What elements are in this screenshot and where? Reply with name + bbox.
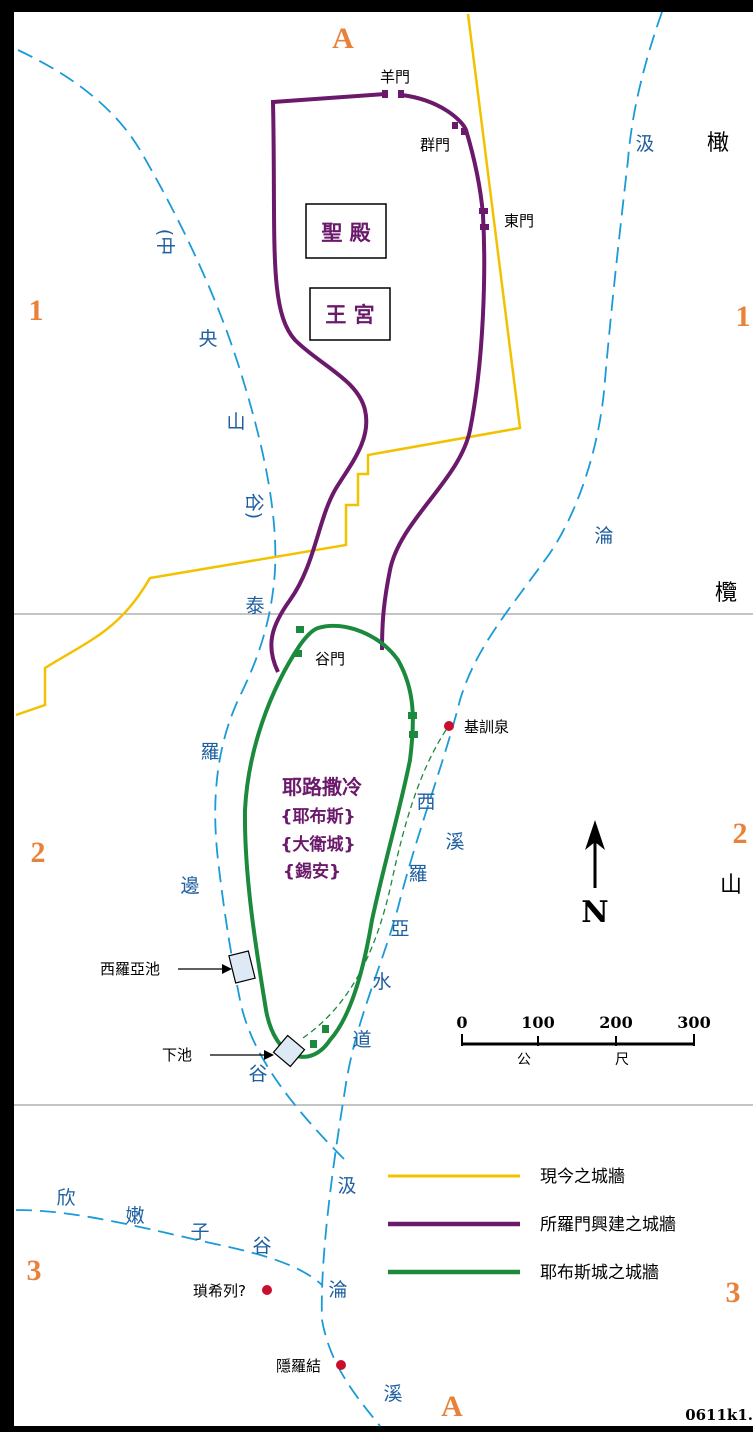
siloam-pool-arrowhead xyxy=(222,964,232,974)
lower-pool-arrowhead xyxy=(264,1050,274,1060)
valley-gate-marker-2 xyxy=(294,650,302,657)
central-valley-stream xyxy=(17,49,346,1161)
central-valley-char-3: 山 xyxy=(226,411,245,433)
temple-box xyxy=(305,203,387,259)
enrogel-label: 隱羅結 xyxy=(276,1357,321,1375)
sheep-gate-marker xyxy=(382,90,388,98)
grid-number-left-2: 2 xyxy=(31,836,46,869)
mountain-char-1: 橄 xyxy=(707,131,729,156)
hinnom-valley-stream xyxy=(15,1209,323,1286)
city-alt-name-3: {錫安} xyxy=(283,861,341,882)
siloam-tunnel-char-6: 道 xyxy=(352,1029,371,1051)
map-border-left xyxy=(0,0,14,1432)
kidron-valley-stream xyxy=(320,11,663,1427)
scale-tick-label-300: 300 xyxy=(677,1013,710,1032)
flock-gate-label: 群門 xyxy=(420,136,450,154)
siloam-tunnel-char-4: 亞 xyxy=(390,918,409,940)
sheep-gate-label: 羊門 xyxy=(380,68,410,86)
kidron-lower-char-1: 汲 xyxy=(337,1175,356,1197)
central-valley-char-6: 羅 xyxy=(200,741,219,763)
hinnom-char-4: 谷 xyxy=(252,1235,271,1257)
hinnom-char-2: 嫩 xyxy=(125,1205,144,1227)
jebus-gate-marker-south-2 xyxy=(310,1040,317,1048)
palace-box xyxy=(309,287,391,341)
city-alt-name-1: {耶布斯} xyxy=(280,806,355,827)
zoheleth-label: 瑣希列? xyxy=(193,1282,246,1300)
gihon-spring-dot xyxy=(444,721,454,731)
siloam-pool xyxy=(228,950,256,984)
grid-number-right-1: 1 xyxy=(736,300,751,333)
map-border-top xyxy=(0,0,753,12)
city-name: 耶路撒冷 xyxy=(282,775,362,799)
kidron-upper-char-2: 淪 xyxy=(594,525,613,547)
enrogel-dot xyxy=(336,1360,346,1370)
palace-label: 王 宮 xyxy=(325,303,374,327)
flock-gate-marker xyxy=(452,122,458,129)
grid-number-right-3: 3 xyxy=(726,1276,741,1309)
central-valley-char-4: 谷) xyxy=(243,493,265,519)
modern-city-wall xyxy=(15,13,522,717)
section-letter-top: A xyxy=(332,22,354,55)
section-letter-bottom: A xyxy=(441,1390,463,1423)
scale-unit-left: 公 xyxy=(517,1052,531,1068)
grid-number-left-3: 3 xyxy=(27,1254,42,1287)
scale-unit-right: 尺 xyxy=(615,1052,629,1068)
east-gate-label: 東門 xyxy=(504,212,534,230)
central-valley-char-7: 邊 xyxy=(180,875,199,897)
legend-jebus-label: 耶布斯城之城牆 xyxy=(540,1263,659,1283)
central-valley-char-1: (中 xyxy=(154,229,176,255)
map-border-bottom xyxy=(0,1426,753,1432)
central-valley-char-5: 泰 xyxy=(245,595,264,617)
siloam-tunnel xyxy=(299,729,447,1041)
siloam-pool-label: 西羅亞池 xyxy=(100,960,160,978)
siloam-tunnel-char-5: 水 xyxy=(372,971,391,993)
jebus-gate-marker-south xyxy=(322,1025,329,1033)
kidron-lower-char-2: 淪 xyxy=(328,1279,347,1301)
kidron-upper-char-1: 汲 xyxy=(635,133,654,155)
hinnom-char-3: 子 xyxy=(190,1221,209,1243)
siloam-tunnel-char-3: 羅 xyxy=(408,863,427,885)
grid-number-left-1: 1 xyxy=(29,294,44,327)
solomon-city-wall xyxy=(269,92,386,673)
siloam-tunnel-char-2: 溪 xyxy=(445,831,464,853)
mountain-char-3: 山 xyxy=(720,873,742,898)
legend-solomon-label: 所羅門興建之城牆 xyxy=(540,1215,676,1235)
hinnom-char-1: 欣 xyxy=(56,1187,75,1209)
east-gate-marker xyxy=(479,208,488,214)
city-alt-name-2: {大衛城} xyxy=(280,834,355,855)
mountain-char-2: 欖 xyxy=(715,581,737,606)
scale-tick-label-200: 200 xyxy=(599,1013,632,1032)
scale-tick-label-100: 100 xyxy=(521,1013,554,1032)
legend-modern-label: 現今之城牆 xyxy=(540,1167,625,1187)
jebus-gate-marker-east xyxy=(408,712,417,719)
east-gate-marker-2 xyxy=(480,224,489,230)
north-arrow-head xyxy=(585,820,605,850)
sheep-gate-marker-2 xyxy=(398,90,404,98)
map-code: 0611k1. xyxy=(685,1406,753,1424)
solomon-city-wall-east xyxy=(380,93,487,651)
valley-gate-marker xyxy=(296,626,304,633)
valley-gate-label: 谷門 xyxy=(315,650,345,668)
lower-pool-label: 下池 xyxy=(162,1046,192,1064)
zoheleth-dot xyxy=(262,1285,272,1295)
north-arrow-label: N xyxy=(581,895,608,930)
temple-label: 聖 殿 xyxy=(321,221,371,245)
scale-tick-label-0: 0 xyxy=(456,1013,467,1032)
jebus-city-wall xyxy=(242,623,415,1059)
central-valley-char-2: 央 xyxy=(198,328,217,350)
siloam-tunnel-char-1: 西 xyxy=(416,791,435,813)
central-valley-char-8: 谷 xyxy=(248,1063,267,1085)
gihon-spring-label: 基訓泉 xyxy=(464,718,509,736)
grid-number-right-2: 2 xyxy=(733,817,748,850)
flock-gate-marker-2 xyxy=(461,128,467,135)
lower-pool xyxy=(272,1034,306,1068)
kidron-lower-char-3: 溪 xyxy=(383,1383,402,1405)
jebus-gate-marker-east-2 xyxy=(409,731,418,738)
